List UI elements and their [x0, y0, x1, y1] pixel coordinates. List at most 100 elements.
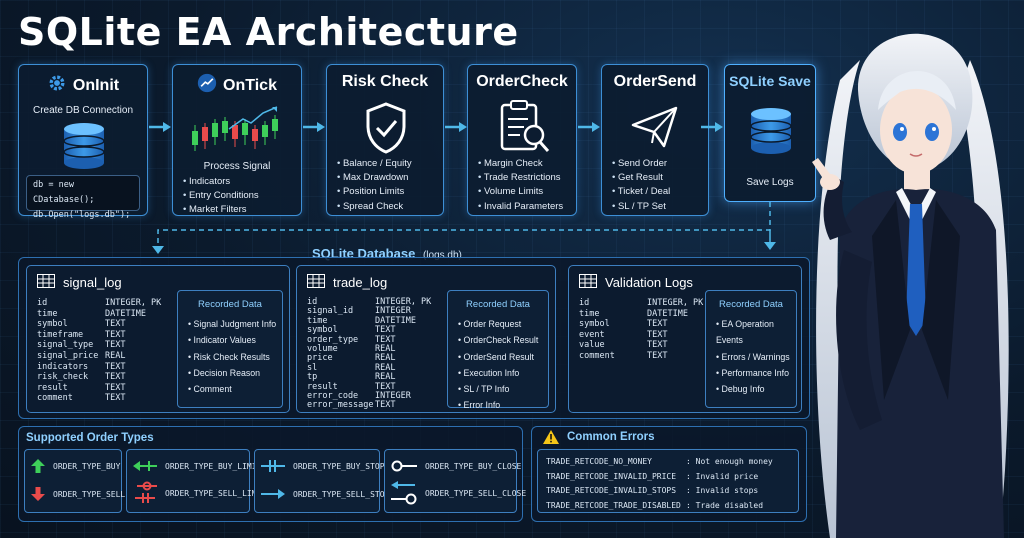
- column-row: id INTEGER, PK: [37, 298, 161, 309]
- buy-close-icon: [391, 460, 417, 472]
- recorded-data-list: Order RequestOrderCheck ResultOrderSend …: [448, 316, 548, 414]
- table-grid-icon: [307, 274, 325, 291]
- recorded-data-item: OrderCheck Result: [458, 332, 548, 348]
- error-code: TRADE_RETCODE_INVALID_STOPS: [546, 486, 677, 495]
- flow-arrow-icon: [701, 122, 723, 132]
- recorded-data-item: EA Operation Events: [716, 316, 796, 349]
- recorded-data-item: Comment: [188, 381, 282, 397]
- recorded-data-item: Errors / Warnings: [716, 349, 796, 365]
- stage-subtitle: Save Logs: [746, 177, 794, 188]
- code-line: db = new CDatabase();: [33, 180, 95, 205]
- column-row: id INTEGER, PK: [307, 297, 432, 307]
- column-type: TEXT: [647, 340, 668, 351]
- stage-subtitle: Create DB Connection: [32, 105, 134, 116]
- paper-plane-icon: [631, 106, 678, 148]
- order-type-label: ORDER_TYPE_SELL_CLOSE: [425, 488, 527, 498]
- stage-sqlite-save: SQLite Save Save Logs: [724, 64, 816, 202]
- recorded-data-box: Recorded Data EA Operation EventsErrors …: [705, 290, 797, 408]
- column-row: symbol TEXT: [37, 319, 161, 330]
- common-errors-heading: Common Errors: [543, 430, 655, 444]
- column-type: TEXT: [105, 382, 126, 393]
- list-item: Invalid Parameters: [478, 200, 563, 214]
- stage-list: Balance / Equity Max Drawdown Position L…: [337, 157, 412, 214]
- stage-title-label: SQLite Save: [729, 73, 811, 89]
- stage-ontick: OnTick Process Signal Indicators Entry C…: [172, 64, 302, 216]
- table-name: Validation Logs: [605, 275, 693, 290]
- column-name: comment: [37, 393, 73, 404]
- order-type-label: ORDER_TYPE_SELL_STOP: [293, 489, 390, 499]
- recorded-data-list: Signal Judgment InfoIndicator ValuesRisk…: [178, 316, 282, 397]
- list-item: Max Drawdown: [337, 171, 412, 185]
- column-type: INTEGER, PK: [647, 298, 704, 308]
- column-name: id: [307, 297, 318, 307]
- column-type: TEXT: [105, 372, 126, 383]
- recorded-data-item: OrderSend Result: [458, 349, 548, 365]
- stage-title-label: OnInit: [72, 76, 120, 94]
- code-snippet: db = new CDatabase(); db.Open("logs.db")…: [26, 175, 140, 220]
- sell-stop-icon: [261, 489, 285, 499]
- error-code: TRADE_RETCODE_INVALID_PRICE: [546, 471, 677, 481]
- recorded-data-item: Debug Info: [716, 381, 796, 397]
- column-name: volume: [307, 344, 338, 355]
- stage-list: Margin Check Trade Restrictions Volume L…: [478, 157, 563, 214]
- column-type: INTEGER: [375, 391, 411, 402]
- buy-arrow-up-icon: [31, 459, 45, 473]
- page-title: SQLite EA Architecture: [18, 10, 519, 54]
- column-name: signal_id: [307, 306, 354, 317]
- column-type: TEXT: [375, 325, 396, 336]
- stage-risk-check: Risk Check Balance / Equity Max Drawdown…: [326, 64, 444, 216]
- stage-title-label: Risk Check: [341, 73, 429, 90]
- column-type: TEXT: [105, 319, 126, 330]
- table-name: signal_log: [63, 275, 122, 290]
- gear-icon: [47, 73, 67, 98]
- column-type: TEXT: [375, 381, 396, 392]
- column-type: INTEGER, PK: [375, 297, 432, 307]
- column-name: event: [579, 329, 605, 340]
- table-name: trade_log: [333, 275, 388, 290]
- code-line: db.Open("logs.db");: [33, 210, 131, 220]
- flow-arrow-icon: [303, 122, 325, 132]
- list-item: Spread Check: [337, 200, 412, 214]
- column-type: REAL: [375, 353, 396, 364]
- column-name: signal_price: [37, 350, 99, 361]
- list-item: Market Filters: [183, 203, 259, 217]
- error-message: : Invalid stops: [686, 486, 759, 495]
- column-type: DATETIME: [647, 308, 688, 319]
- list-item: Indicators: [183, 175, 259, 189]
- table-grid-icon: [37, 274, 55, 291]
- column-type: TEXT: [105, 340, 126, 351]
- recorded-data-item: Risk Check Results: [188, 349, 282, 365]
- column-name: comment: [579, 350, 615, 361]
- column-name: symbol: [307, 325, 338, 336]
- column-name: time: [579, 308, 600, 319]
- column-type: DATETIME: [105, 308, 146, 319]
- stage-ordercheck: OrderCheck Margin Check Trade Restrictio…: [467, 64, 577, 216]
- order-group-close: ORDER_TYPE_BUY_CLOSE ORDER_TYPE_SELL_CLO…: [384, 449, 526, 513]
- column-name: sl: [307, 362, 318, 373]
- column-name: symbol: [579, 319, 610, 330]
- column-name: symbol: [37, 319, 68, 330]
- error-message: : Invalid price: [686, 471, 759, 481]
- buy-stop-icon: [261, 460, 285, 472]
- recorded-data-item: Indicator Values: [188, 332, 282, 348]
- column-type: INTEGER, PK: [105, 298, 162, 308]
- database-icon: [63, 123, 105, 169]
- list-item: Balance / Equity: [337, 157, 412, 171]
- column-type: REAL: [375, 372, 396, 383]
- candlestick-chart-icon: [192, 106, 278, 151]
- column-type: TEXT: [375, 334, 396, 345]
- sell-close-icon: [391, 481, 417, 505]
- list-item: Ticket / Deal: [612, 185, 670, 199]
- column-name: id: [37, 298, 48, 308]
